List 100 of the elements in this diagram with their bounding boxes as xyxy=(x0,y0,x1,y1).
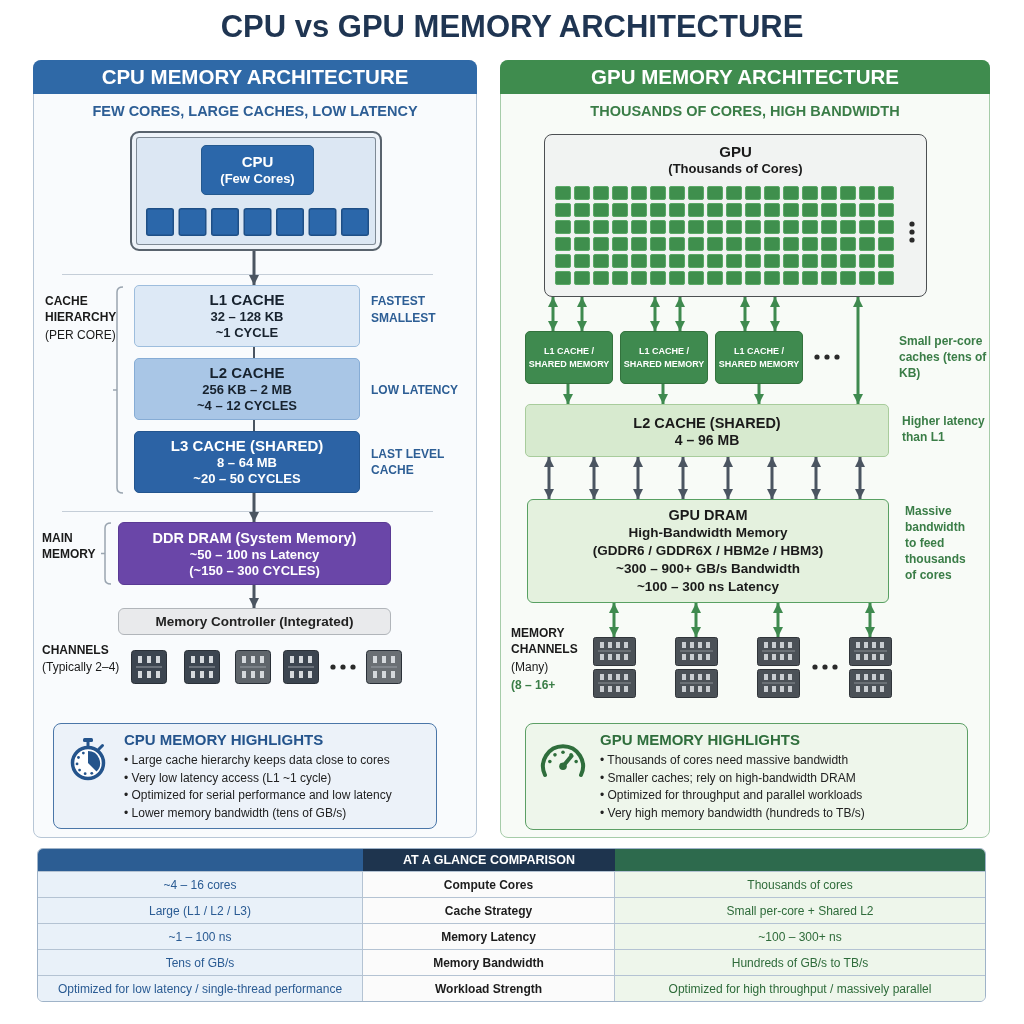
table-cell: Hundreds of GB/s to TB/s xyxy=(615,949,985,975)
node-detail: 256 KB – 2 MB xyxy=(202,382,292,398)
connector-line xyxy=(253,419,255,432)
table-cell: Large (L1 / L2 / L3) xyxy=(38,897,363,923)
table-cell: Workload Strength xyxy=(363,975,615,1001)
double-arrow xyxy=(677,457,689,499)
double-arrow xyxy=(854,457,866,499)
node-detail: ~300 – 900+ GB/s Bandwidth xyxy=(616,560,800,578)
bullet-item: • Thousands of cores need massive bandwidth xyxy=(600,752,849,769)
side-note: FASTEST xyxy=(371,293,425,309)
double-arrow xyxy=(576,297,588,331)
group-label: (Typically 2–4) xyxy=(42,659,120,675)
node-title: CPU xyxy=(241,153,274,171)
side-note: Massive bandwidth to feed thousands of cores xyxy=(905,503,967,583)
controller-bar xyxy=(118,608,391,635)
double-arrow xyxy=(722,457,734,499)
double-arrow xyxy=(690,603,702,637)
cpu-block xyxy=(201,145,314,195)
double-arrow xyxy=(547,297,559,331)
gpu-chip xyxy=(544,134,927,297)
double-arrow xyxy=(852,297,864,404)
node-title: L1 CACHE xyxy=(209,291,285,309)
node-title: L1 CACHE / SHARED MEMORY xyxy=(622,344,706,371)
node-title: GPU xyxy=(719,143,752,161)
node-title: Memory Controller (Integrated) xyxy=(155,612,354,631)
memory-chip-icon xyxy=(757,637,800,698)
dram-box xyxy=(527,499,889,603)
memory-box xyxy=(118,522,391,585)
group-label: CACHE HIERARCHY xyxy=(45,293,118,325)
l1-cache-box xyxy=(525,331,613,384)
bullet-item: • Very high memory bandwidth (hundreds to TB/s) xyxy=(600,804,865,822)
node-detail: ~20 – 50 CYCLES xyxy=(193,471,301,487)
l1-cache-box xyxy=(620,331,708,384)
side-note: SMALLEST xyxy=(371,310,436,326)
memory-chip-icon xyxy=(593,637,636,698)
group-label: CHANNELS xyxy=(42,642,109,658)
table-cell: Memory Latency xyxy=(363,923,615,949)
side-note: LOW LATENCY xyxy=(371,382,459,398)
double-arrow xyxy=(674,297,686,331)
group-label: MEMORY CHANNELS xyxy=(511,625,579,657)
arrow xyxy=(248,493,260,522)
arrow xyxy=(248,251,260,285)
cache-box xyxy=(134,431,360,493)
node-detail: ~100 – 300 ns Latency xyxy=(636,578,780,596)
architecture-panel xyxy=(500,60,990,838)
table-cell: ~4 – 16 cores xyxy=(38,871,363,897)
page-title: CPU vs GPU MEMORY ARCHITECTURE xyxy=(220,9,804,45)
bullet-item: • Large cache hierarchy keeps data close to cores xyxy=(124,752,390,769)
arrow xyxy=(248,585,260,608)
double-arrow xyxy=(769,297,781,331)
cpu-package xyxy=(130,131,382,251)
double-arrow xyxy=(632,457,644,499)
memory-chip-icon xyxy=(849,637,892,698)
double-arrow xyxy=(543,457,555,499)
card-title: CPU MEMORY HIGHLIGHTS xyxy=(124,731,324,749)
node-detail: 32 – 128 KB xyxy=(210,309,284,325)
group-label: (PER CORE) xyxy=(45,327,116,343)
node-detail: High-Bandwidth Memory xyxy=(628,524,788,542)
node-detail: ~1 CYCLE xyxy=(215,325,279,341)
node-title: L1 CACHE / SHARED MEMORY xyxy=(717,344,801,371)
panel-subtitle: FEW CORES, LARGE CACHES, LOW LATENCY xyxy=(92,103,418,119)
panel-header: CPU MEMORY ARCHITECTURE xyxy=(33,60,477,94)
side-note: LAST LEVEL CACHE xyxy=(371,446,446,478)
table-cell: ~1 – 100 ns xyxy=(38,923,363,949)
card-title: GPU MEMORY HIGHLIGHTS xyxy=(600,731,800,749)
node-detail: ~4 – 12 CYCLES xyxy=(196,398,298,414)
table-cell: Compute Cores xyxy=(363,871,615,897)
node-detail: (Thousands of Cores) xyxy=(668,161,803,177)
table-header-cell: AT A GLANCE COMPARISON xyxy=(363,849,615,871)
double-arrow xyxy=(772,603,784,637)
table-cell: Small per-core + Shared L2 xyxy=(615,897,985,923)
node-detail: 8 – 64 MB xyxy=(217,455,277,471)
memory-chip-icon xyxy=(675,637,718,698)
architecture-panel xyxy=(33,60,477,838)
group-label: (Many) xyxy=(511,659,549,675)
node-detail: ~50 – 100 ns Latency xyxy=(189,546,320,563)
bullet-item: • Smaller caches; rely on high-bandwidth DRAM xyxy=(600,769,856,787)
double-arrow xyxy=(739,297,751,331)
node-title: L3 CACHE (SHARED) xyxy=(170,437,324,455)
bullet-item: • Lower memory bandwidth (tens of GB/s) xyxy=(124,804,347,822)
node-title: GPU DRAM xyxy=(668,506,748,524)
panel-subtitle: THOUSANDS OF CORES, HIGH BANDWIDTH xyxy=(590,103,900,119)
table-cell: Tens of GB/s xyxy=(38,949,363,975)
side-note: Higher latency than L1 xyxy=(902,413,986,445)
arrow xyxy=(657,384,669,404)
node-title: L2 CACHE (SHARED) xyxy=(633,413,781,432)
double-arrow xyxy=(864,603,876,637)
double-arrow xyxy=(608,603,620,637)
table-cell: Optimized for low latency / single-thread performance xyxy=(38,975,363,1001)
node-title: L1 CACHE / SHARED MEMORY xyxy=(527,344,611,371)
group-label: MAIN MEMORY xyxy=(42,530,97,562)
highlights-card xyxy=(53,723,437,829)
highlights-card xyxy=(525,723,968,830)
table-cell: Optimized for high throughput / massively parallel xyxy=(615,975,985,1001)
node-detail: 4 – 96 MB xyxy=(674,431,740,448)
double-arrow xyxy=(649,297,661,331)
node-title: L2 CACHE xyxy=(209,364,285,382)
double-arrow xyxy=(766,457,778,499)
node-detail: (~150 – 300 CYCLES) xyxy=(189,562,320,579)
connector-line xyxy=(253,346,255,359)
